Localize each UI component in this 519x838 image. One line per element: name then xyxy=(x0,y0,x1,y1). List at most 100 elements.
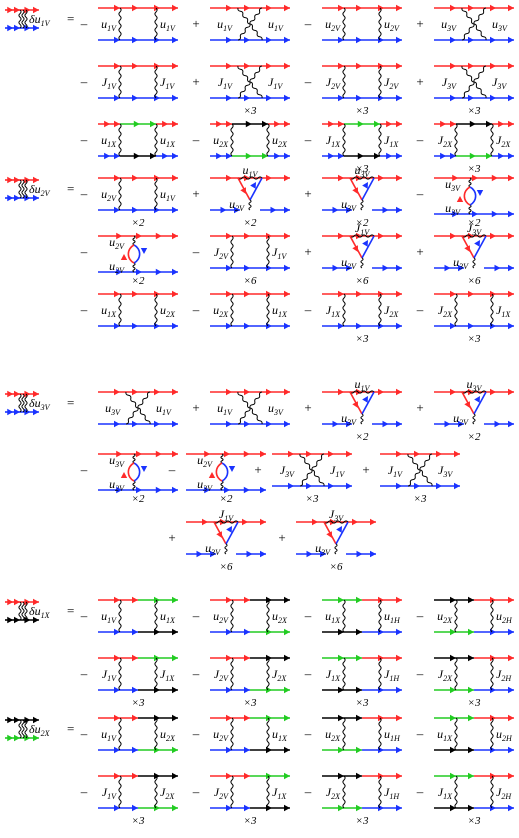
arrow-head-icon xyxy=(378,628,384,636)
coupling-label: u1X xyxy=(160,609,176,625)
operator-sign: + xyxy=(192,16,199,31)
operator-sign: + xyxy=(254,462,261,477)
coupling-label: J1X xyxy=(272,785,287,801)
arrow-head-icon xyxy=(244,62,250,70)
arrow-head-icon xyxy=(114,596,120,604)
arrow-head-icon xyxy=(154,596,160,604)
arrow-head-icon xyxy=(491,174,498,182)
arrow-head-icon xyxy=(114,772,120,780)
operator-sign: – xyxy=(80,16,88,31)
arrow-head-icon xyxy=(468,36,474,44)
arrow-head-icon xyxy=(14,716,20,724)
arrow-head-icon xyxy=(284,388,290,396)
arrow-head-icon xyxy=(469,152,476,160)
arrow-head-icon xyxy=(396,420,402,428)
interaction-wavy-line xyxy=(154,123,158,157)
arrow-head-icon xyxy=(114,36,120,44)
coupling-label: u1H xyxy=(384,609,401,625)
arrow-head-icon xyxy=(284,420,290,428)
arrow-head-icon xyxy=(172,36,178,44)
arrow-head-icon xyxy=(132,174,138,182)
equals-sign: = xyxy=(67,603,74,618)
interaction-wavy-line xyxy=(378,717,382,751)
arrow-head-icon xyxy=(508,36,514,44)
propagator-line xyxy=(361,177,375,201)
arrow-head-icon xyxy=(132,62,138,70)
interaction-wavy-line xyxy=(468,204,472,215)
arrow-head-icon xyxy=(328,450,334,458)
arrow-head-icon xyxy=(24,716,31,724)
arrow-head-icon xyxy=(172,152,178,160)
arrow-head-icon xyxy=(266,62,272,70)
arrow-head-icon xyxy=(396,628,402,636)
arrow-head-icon xyxy=(386,120,393,128)
arrow-head-icon xyxy=(204,486,211,494)
arrow-head-icon xyxy=(306,482,312,490)
arrow-head-icon xyxy=(216,152,223,160)
arrow-head-icon xyxy=(508,4,514,12)
arrow-head-icon xyxy=(378,94,384,102)
arrow-head-icon xyxy=(154,804,160,812)
interaction-wavy-line xyxy=(334,543,338,555)
coupling-label: J1V xyxy=(102,75,117,91)
arrow-head-icon xyxy=(132,746,138,754)
arrow-head-icon xyxy=(490,628,496,636)
arrow-head-icon xyxy=(14,616,20,624)
arrow-head-icon xyxy=(464,245,470,252)
operator-sign: – xyxy=(416,726,424,741)
arrow-head-icon xyxy=(508,94,514,102)
arrow-head-icon xyxy=(284,94,290,102)
equals-sign: = xyxy=(67,11,74,26)
arrow-head-icon xyxy=(452,210,459,218)
arrow-head-icon xyxy=(243,450,250,458)
operator-sign: – xyxy=(80,784,88,799)
arrow-head-icon xyxy=(116,232,123,240)
arrow-head-icon xyxy=(378,36,384,44)
interaction-wavy-line xyxy=(266,235,270,269)
arrow-head-icon xyxy=(396,388,402,396)
coupling-label: u3V xyxy=(341,411,357,427)
arrow-head-icon xyxy=(132,322,138,330)
operator-sign: + xyxy=(304,244,311,259)
propagator-line xyxy=(249,177,263,201)
arrow-head-icon xyxy=(338,714,344,722)
arrow-head-icon xyxy=(244,36,250,44)
equals-sign: = xyxy=(67,721,74,736)
arrow-head-icon xyxy=(436,482,442,490)
arrow-head-icon xyxy=(24,176,31,184)
arrow-head-icon xyxy=(266,628,272,636)
arrow-head-icon xyxy=(7,616,14,624)
arrow-head-icon xyxy=(136,486,142,494)
coupling-label: J3V xyxy=(442,75,457,91)
arrow-head-icon xyxy=(244,714,250,722)
propagator-line xyxy=(473,391,487,415)
arrow-head-icon xyxy=(476,190,484,196)
arrow-head-icon xyxy=(284,322,290,330)
equation-lhs-label: δu1X xyxy=(29,604,51,620)
coupling-label: J1V xyxy=(268,75,283,91)
arrow-head-icon xyxy=(450,596,456,604)
interaction-wavy-line xyxy=(490,657,494,691)
arrow-head-icon xyxy=(104,152,111,160)
arrow-head-icon xyxy=(114,322,120,330)
interaction-wavy-line xyxy=(24,601,28,621)
coupling-label: J1X xyxy=(326,133,341,149)
operator-sign: – xyxy=(304,784,312,799)
arrow-head-icon xyxy=(244,264,250,272)
arrow-head-icon xyxy=(468,322,474,330)
arrow-head-icon xyxy=(24,734,31,742)
arrow-head-icon xyxy=(226,526,232,533)
